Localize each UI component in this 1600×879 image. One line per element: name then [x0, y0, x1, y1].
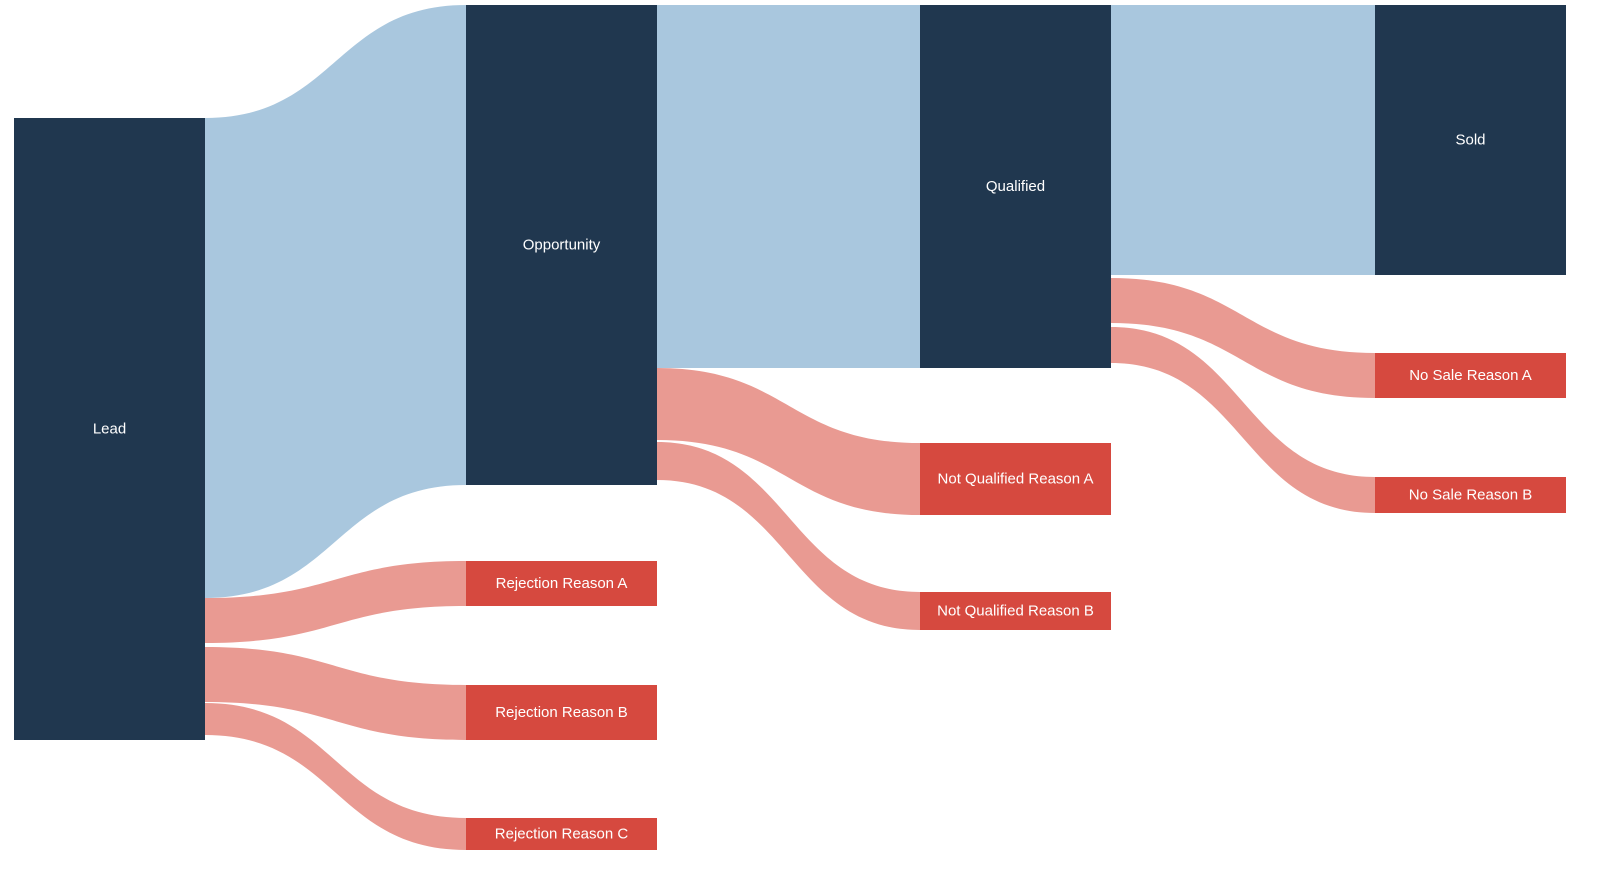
sankey-node-rejection_a[interactable] [466, 561, 657, 606]
sankey-node-not_qualified_b[interactable] [920, 592, 1111, 630]
sankey-node-sold[interactable] [1375, 5, 1566, 275]
sankey-node-no_sale_a[interactable] [1375, 353, 1566, 398]
sankey-link-lead-opportunity[interactable] [205, 5, 466, 598]
sankey-node-rejection_c[interactable] [466, 818, 657, 850]
sankey-link-opportunity-not_qualified_b[interactable] [657, 442, 920, 630]
sankey-link-lead-rejection_a[interactable] [205, 561, 466, 643]
sankey-link-qualified-no_sale_b[interactable] [1111, 327, 1375, 513]
sankey-link-opportunity-not_qualified_a[interactable] [657, 368, 920, 515]
sankey-node-lead[interactable] [14, 118, 205, 740]
sankey-node-opportunity[interactable] [466, 5, 657, 485]
sankey-link-lead-rejection_c[interactable] [205, 703, 466, 850]
sankey-link-qualified-no_sale_a[interactable] [1111, 278, 1375, 398]
sankey-link-lead-rejection_b[interactable] [205, 647, 466, 740]
sankey-node-qualified[interactable] [920, 5, 1111, 368]
sankey-link-opportunity-qualified[interactable] [657, 5, 920, 368]
sankey-node-not_qualified_a[interactable] [920, 443, 1111, 515]
sankey-link-qualified-sold[interactable] [1111, 5, 1375, 275]
sankey-node-no_sale_b[interactable] [1375, 477, 1566, 513]
sankey-node-rejection_b[interactable] [466, 685, 657, 740]
